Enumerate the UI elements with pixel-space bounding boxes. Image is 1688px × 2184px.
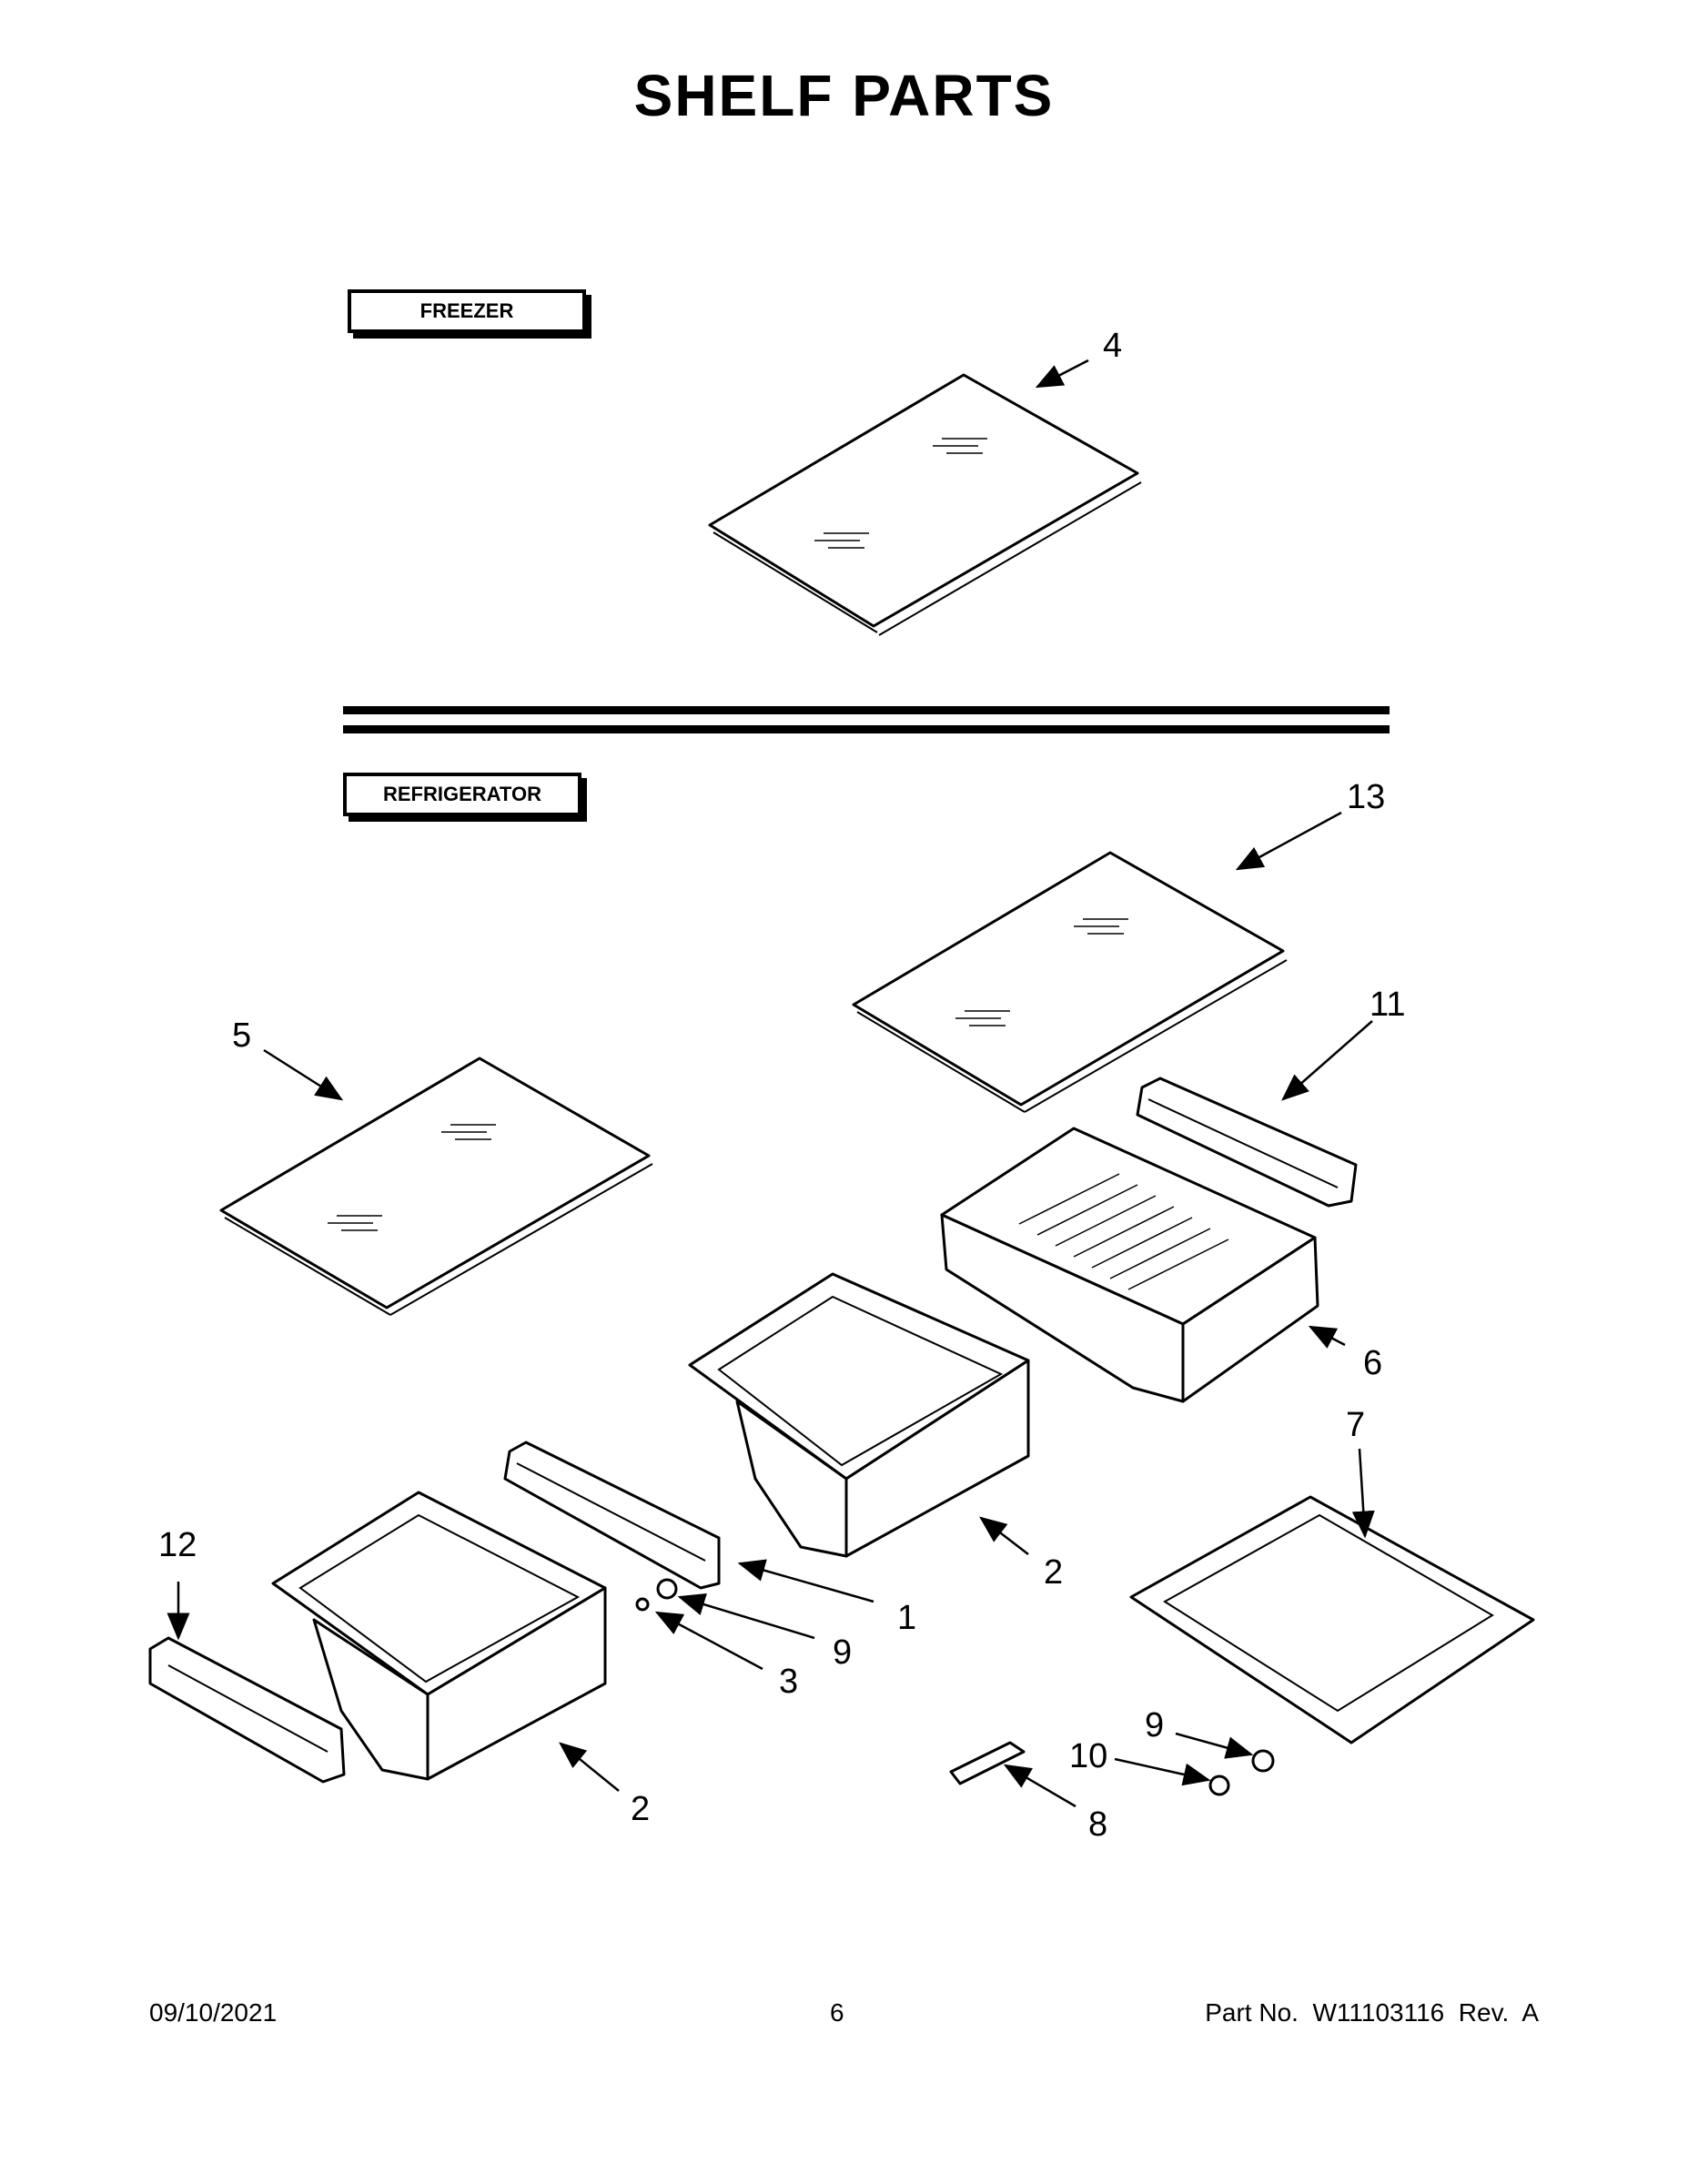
- footer-page-number: 6: [830, 1998, 844, 2027]
- freezer-section-label: FREEZER: [348, 289, 586, 333]
- callout-8: 8: [1088, 1805, 1107, 1844]
- callout-7: 7: [1346, 1406, 1365, 1444]
- bracket-12: [148, 1636, 346, 1784]
- crisper-cover-7: [1129, 1495, 1535, 1744]
- crisper-drawer-2-lower: [271, 1491, 607, 1781]
- glass-shelf-4: [708, 373, 1142, 636]
- drawer-rail-1: [503, 1441, 721, 1590]
- drawer-rail-11: [1136, 1077, 1358, 1208]
- screw-3: [635, 1597, 650, 1612]
- section-divider-top: [343, 706, 1390, 714]
- callout-3: 3: [779, 1663, 798, 1701]
- callout-2-lower: 2: [631, 1790, 650, 1828]
- refrigerator-section-label: REFRIGERATOR: [343, 773, 581, 816]
- callout-11: 11: [1370, 986, 1405, 1024]
- callout-1: 1: [897, 1599, 916, 1637]
- footer-date: 09/10/2021: [149, 1998, 278, 2027]
- callout-2-upper: 2: [1044, 1553, 1063, 1592]
- callout-5: 5: [232, 1016, 251, 1055]
- callout-12: 12: [158, 1526, 197, 1564]
- leader-lines: [167, 359, 1375, 1808]
- section-divider-bottom: [343, 725, 1390, 733]
- callout-6: 6: [1363, 1344, 1382, 1382]
- meat-drawer-6: [940, 1127, 1319, 1403]
- part-8: [949, 1741, 1026, 1785]
- roller-9-right: [1251, 1749, 1275, 1773]
- crisper-drawer-2-upper: [688, 1272, 1030, 1558]
- glass-shelf-13: [852, 851, 1288, 1113]
- callout-10: 10: [1069, 1737, 1107, 1775]
- callout-9-right: 9: [1145, 1706, 1164, 1744]
- footer-part-number: Part No. W11103116 Rev. A: [1205, 1998, 1539, 2027]
- page-title: SHELF PARTS: [633, 63, 1055, 128]
- callout-4: 4: [1103, 327, 1122, 365]
- glass-shelf-5: [219, 1057, 653, 1316]
- roller-9-left: [656, 1578, 678, 1600]
- callout-13: 13: [1347, 778, 1385, 816]
- wheel-10: [1208, 1774, 1230, 1796]
- callout-9-left: 9: [833, 1633, 852, 1672]
